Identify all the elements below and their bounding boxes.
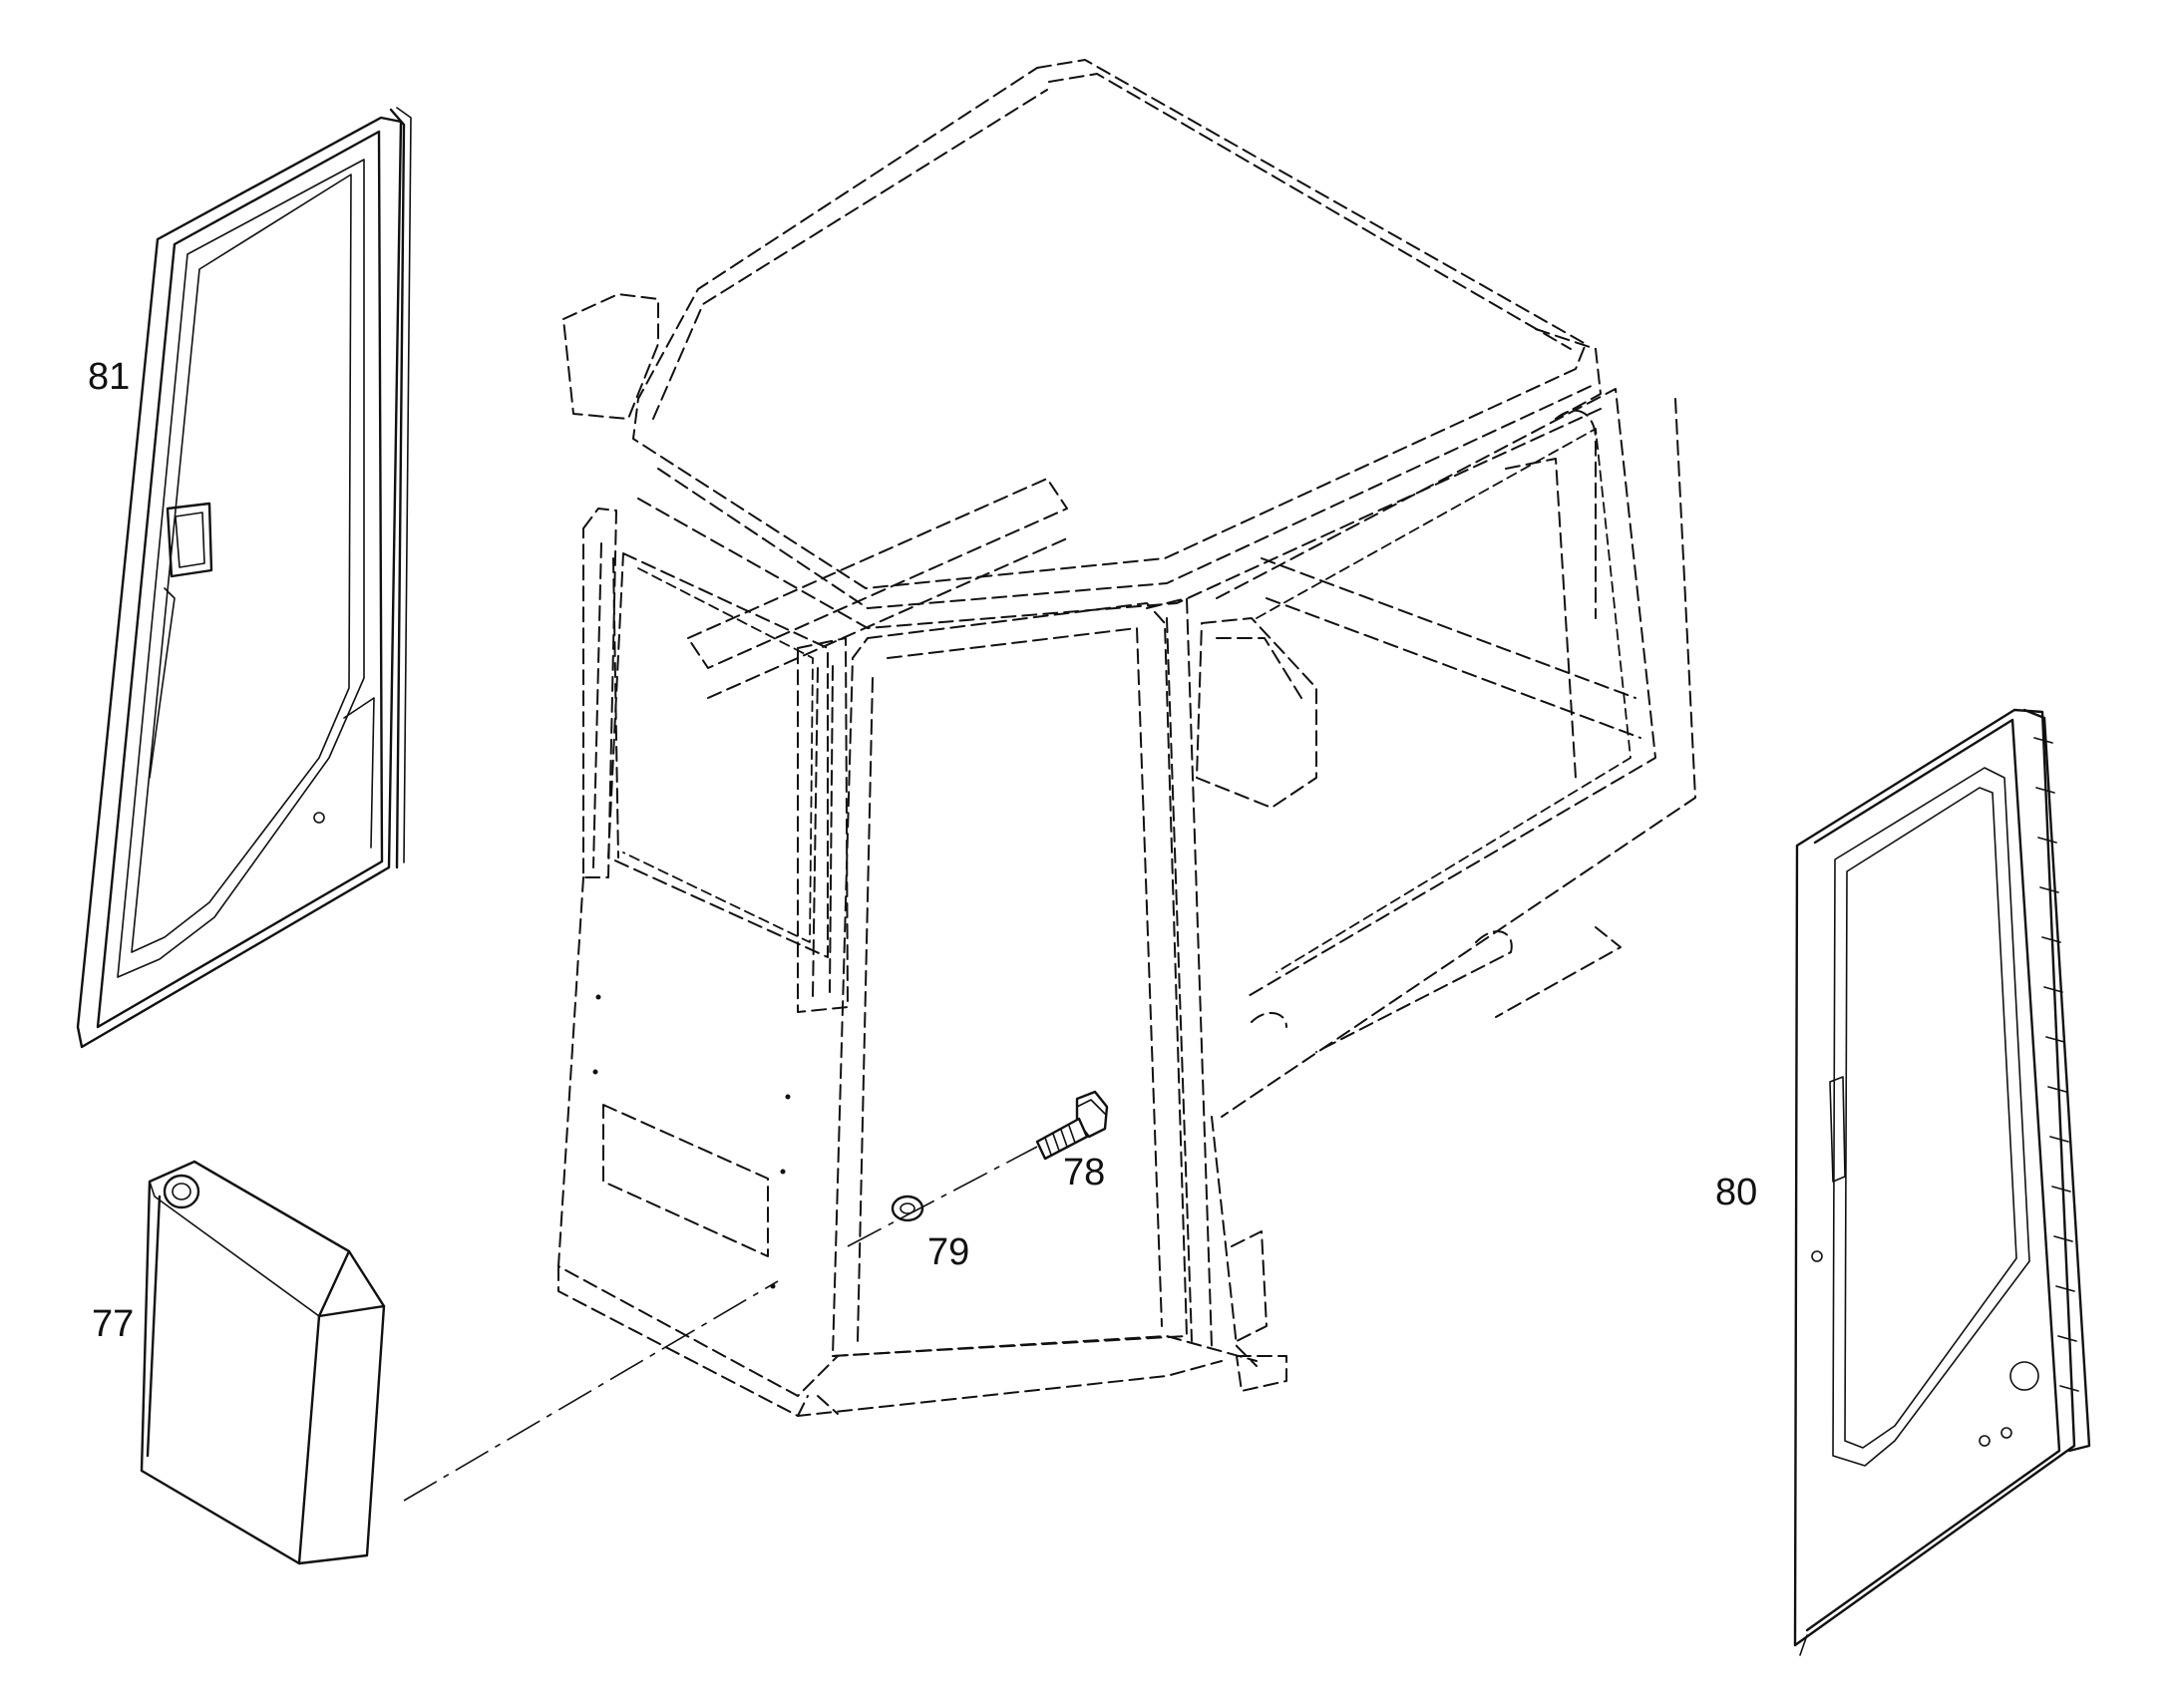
callout-81: 81 <box>88 356 130 398</box>
washer-part-79 <box>891 1195 924 1222</box>
bolt-part-78 <box>1035 1090 1109 1161</box>
callout-80: 80 <box>1715 1172 1757 1213</box>
callout-78: 78 <box>1063 1152 1105 1194</box>
callout-77: 77 <box>92 1303 134 1345</box>
cab-frame <box>557 59 1696 1417</box>
callout-79: 79 <box>927 1231 969 1273</box>
left-door-part-81 <box>76 107 412 1049</box>
panel-part-77 <box>140 1160 386 1565</box>
assembly-lines <box>403 1146 1038 1502</box>
right-door-part-80 <box>1793 708 2091 1656</box>
callouts: 81 77 78 79 80 <box>88 356 1757 1345</box>
